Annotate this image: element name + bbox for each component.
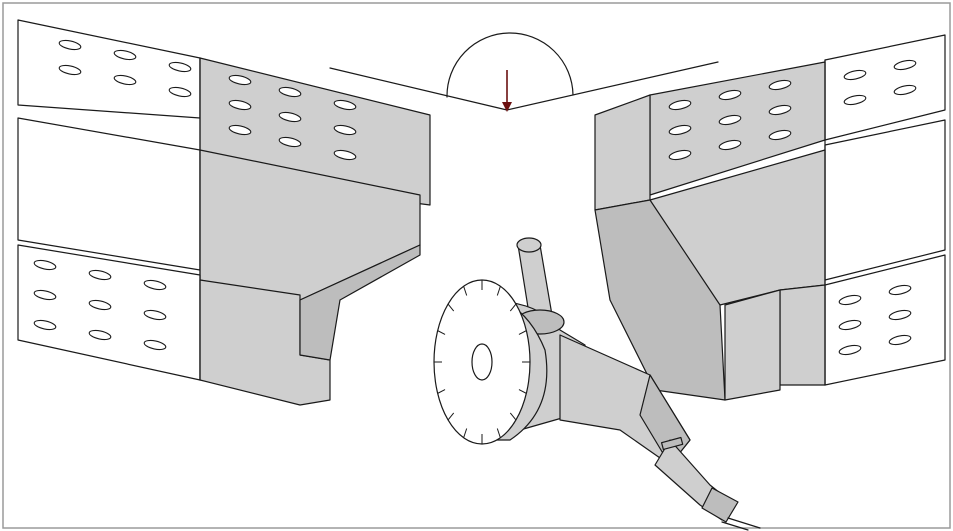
cable-tray-right-icon: [594, 34, 946, 401]
right-tray-slot: [668, 149, 692, 161]
left-tray-slot: [143, 279, 167, 291]
angle-arc-icon: [329, 32, 719, 112]
disc-segment-gap: [447, 412, 455, 421]
right-tray-slot: [768, 129, 792, 141]
left-tray-slot: [143, 339, 167, 351]
left-tray-slot: [168, 61, 192, 73]
left-tray-slot: [143, 309, 167, 321]
right-tray-slot: [718, 114, 742, 126]
right-tray-slot: [888, 334, 912, 346]
left-tray-slot: [228, 99, 252, 111]
cable-tray-left-icon: [17, 19, 431, 406]
left-tray-slot: [278, 136, 302, 148]
right-tray-slot: [838, 344, 862, 356]
right-tray-cut-front-wall: [779, 284, 826, 386]
disc-segment-gap: [509, 303, 517, 312]
disc-segment-gap: [437, 330, 446, 335]
left-tray-slot: [168, 86, 192, 98]
left-tray-slot: [113, 49, 137, 61]
left-tray-slot: [228, 74, 252, 86]
left-tray-slot: [278, 111, 302, 123]
grinder-disc-hub: [471, 343, 493, 381]
right-tray-slot: [888, 309, 912, 321]
right-tray-slot: [838, 319, 862, 331]
right-tray-end-bracket: [724, 289, 781, 401]
left-tray-slot: [33, 259, 57, 271]
left-tray-slot: [33, 289, 57, 301]
disc-segment-gap: [518, 389, 527, 394]
right-tray-slot: [718, 139, 742, 151]
right-tray-slot: [843, 69, 867, 81]
left-tray-slot: [333, 124, 357, 136]
grinder-switch: [660, 436, 684, 451]
left-tray-slot: [88, 299, 112, 311]
right-tray-slot: [768, 104, 792, 116]
right-tray-slot: [668, 124, 692, 136]
left-tray-slot: [33, 319, 57, 331]
disc-segment-gap: [496, 428, 501, 438]
right-tray-slot: [893, 59, 917, 71]
right-tray-slot: [668, 99, 692, 111]
left-tray-slot: [58, 64, 82, 76]
left-tray-slot: [113, 74, 137, 86]
right-tray-slot: [893, 84, 917, 96]
left-tray-floor: [17, 117, 201, 271]
disc-segment-gap: [518, 330, 527, 335]
disc-segment-gap: [509, 412, 517, 421]
left-tray-slot: [88, 269, 112, 281]
right-tray-slot: [838, 294, 862, 306]
angle-grinder-icon: [433, 237, 761, 531]
right-tray-slot: [718, 89, 742, 101]
left-tray-slot: [278, 86, 302, 98]
right-tray-slot: [768, 79, 792, 91]
disc-segment-gap: [463, 428, 468, 438]
right-tray-end-plate: [594, 94, 651, 211]
disc-segment-gap: [496, 286, 501, 296]
right-tray-slot: [888, 284, 912, 296]
left-tray-slot: [333, 149, 357, 161]
disc-segment-gap: [447, 303, 455, 312]
disc-segment-gap: [463, 286, 468, 296]
right-tray-floor: [824, 119, 946, 281]
left-tray-cut-edge: [299, 244, 421, 361]
right-tray-slot: [843, 94, 867, 106]
left-tray-slot: [333, 99, 357, 111]
left-tray-slot: [88, 329, 112, 341]
disc-segment-gap: [437, 389, 446, 394]
grinder-handle-cap: [516, 237, 542, 253]
left-tray-slot: [228, 124, 252, 136]
left-tray-slot: [58, 39, 82, 51]
